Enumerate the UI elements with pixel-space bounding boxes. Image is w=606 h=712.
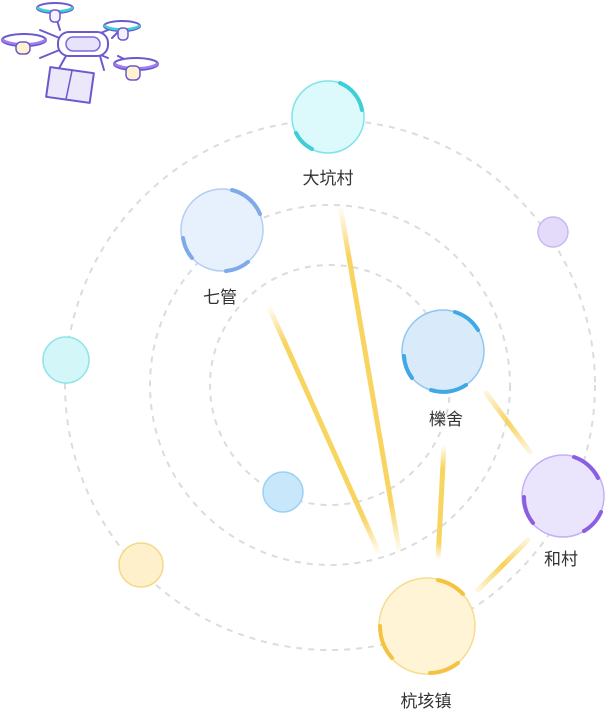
link-lishe-hecun	[483, 390, 533, 455]
node-qiguan[interactable]: 七管	[180, 188, 264, 308]
connections	[265, 202, 533, 593]
node-qiguan-arc	[181, 236, 194, 260]
node-hecun-arc	[521, 495, 535, 525]
node-hecun-circle	[521, 454, 605, 538]
link-dakengcun-hanggaizhen	[337, 202, 403, 558]
node-hanggaizhen-label: 杭垓镇	[401, 692, 452, 712]
decorative-dots	[42, 216, 569, 588]
orbit-middle	[149, 204, 511, 566]
node-lishe-arc	[429, 383, 468, 394]
node-lishe-arc	[453, 310, 480, 332]
link-hecun-hanggaizhen	[475, 537, 531, 593]
node-hanggaizhen-arc	[436, 578, 465, 596]
node-dakengcun-label: 大坑村	[303, 169, 354, 189]
link-qiguan-hanggaizhen	[265, 302, 383, 558]
dot-purple	[537, 216, 569, 248]
node-lishe-label: 櫟舍	[429, 410, 463, 430]
node-hanggaizhen-arc	[377, 624, 394, 660]
orbit-inner	[209, 264, 451, 506]
drone-icon	[1, 2, 159, 104]
node-hanggaizhen[interactable]: 杭垓镇	[377, 577, 476, 712]
node-dakengcun-arc	[294, 131, 314, 151]
node-hecun[interactable]: 和村	[521, 454, 605, 570]
node-qiguan-circle	[180, 188, 264, 272]
node-dakengcun-arc	[338, 81, 364, 112]
node-hecun-arc	[572, 455, 600, 480]
dot-cyan	[42, 336, 90, 384]
node-lishe-arc	[402, 354, 414, 380]
node-hecun-arc	[582, 510, 603, 533]
dot-blue	[262, 471, 304, 513]
node-dakengcun-circle	[291, 80, 365, 154]
dot-yellow	[118, 542, 164, 588]
node-hecun-label: 和村	[544, 550, 578, 570]
node-hanggaizhen-arc	[428, 661, 460, 675]
node-qiguan-label: 七管	[203, 288, 237, 308]
link-lishe-hanggaizhen	[435, 442, 447, 563]
node-qiguan-arc	[230, 188, 262, 216]
node-qiguan-arc	[224, 260, 250, 273]
node-dakengcun[interactable]: 大坑村	[291, 80, 365, 189]
node-lishe[interactable]: 櫟舍	[401, 309, 485, 430]
